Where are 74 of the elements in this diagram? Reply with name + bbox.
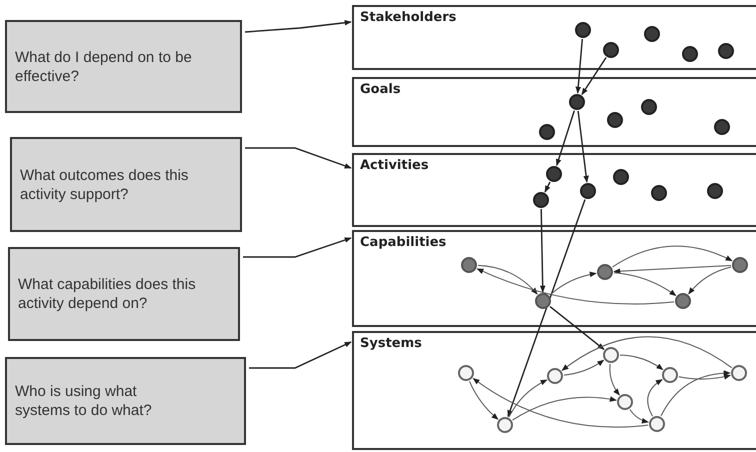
arrow (245, 147, 352, 169)
arrow (507, 199, 586, 418)
circle-node (569, 94, 585, 110)
circle-node (461, 257, 477, 273)
question-box: What outcomes does this activity support? (10, 137, 242, 232)
circle-node (714, 119, 730, 135)
circle-node (603, 42, 619, 58)
circle-node (651, 185, 667, 201)
circle-node (547, 368, 563, 384)
arrow (564, 360, 604, 376)
circle-node (662, 367, 678, 383)
arrow (512, 396, 617, 421)
question-box: What do I depend on to be effective? (5, 20, 242, 113)
arrow (609, 364, 620, 396)
circle-node (644, 26, 660, 42)
arrow (688, 266, 732, 294)
arrow (476, 268, 674, 304)
circle-node (597, 264, 613, 280)
arrow (550, 306, 605, 350)
arrow (244, 20, 352, 33)
layer-band (352, 153, 756, 227)
arrow (469, 380, 499, 420)
layer-band (352, 331, 756, 450)
arrow (614, 272, 676, 296)
arrow (549, 272, 597, 296)
circle-node (731, 365, 747, 381)
arrow (678, 374, 731, 380)
circle-node (497, 417, 513, 433)
arrow (556, 110, 575, 166)
arrow (472, 378, 649, 428)
question-box: Who is using what systems to do what? (5, 357, 246, 445)
arrow (575, 38, 583, 94)
arrow (478, 264, 538, 295)
arrow (577, 110, 589, 183)
circle-node (675, 293, 691, 309)
circle-node (607, 112, 623, 128)
arrow (243, 237, 352, 258)
circle-node (575, 22, 591, 38)
layer-title: Capabilities (360, 235, 446, 250)
arrow (629, 409, 649, 424)
circle-node (682, 46, 698, 62)
circle-node (707, 183, 723, 199)
circle-node (732, 257, 748, 273)
circle-node (458, 365, 474, 381)
circle-node (617, 394, 633, 410)
circle-node (641, 99, 657, 115)
arrow (581, 57, 607, 96)
circle-node (718, 43, 734, 59)
layer-title: Stakeholders (360, 10, 456, 25)
arrow (613, 265, 732, 274)
circle-node (535, 293, 551, 309)
arrow (660, 370, 731, 416)
circle-node (603, 347, 619, 363)
layer-band (352, 230, 756, 327)
arrow (540, 208, 546, 293)
circle-node (580, 183, 596, 199)
layer-title: Systems (360, 336, 422, 351)
layer-band (352, 5, 756, 70)
circle-node (649, 416, 665, 432)
circle-node (613, 169, 629, 185)
question-box: What capabilities does this activity depend on? (8, 247, 240, 341)
circle-node (546, 166, 562, 182)
layer-title: Activities (360, 158, 429, 173)
circle-node (539, 124, 555, 140)
arrow (249, 341, 352, 369)
arrow (647, 379, 663, 417)
arrow (508, 379, 548, 418)
arrow (612, 246, 733, 268)
layer-band (352, 77, 756, 147)
arrow (544, 182, 551, 193)
arrow (620, 354, 664, 370)
circle-node (533, 192, 549, 208)
layer-title: Goals (360, 82, 401, 97)
arrow (562, 336, 732, 371)
